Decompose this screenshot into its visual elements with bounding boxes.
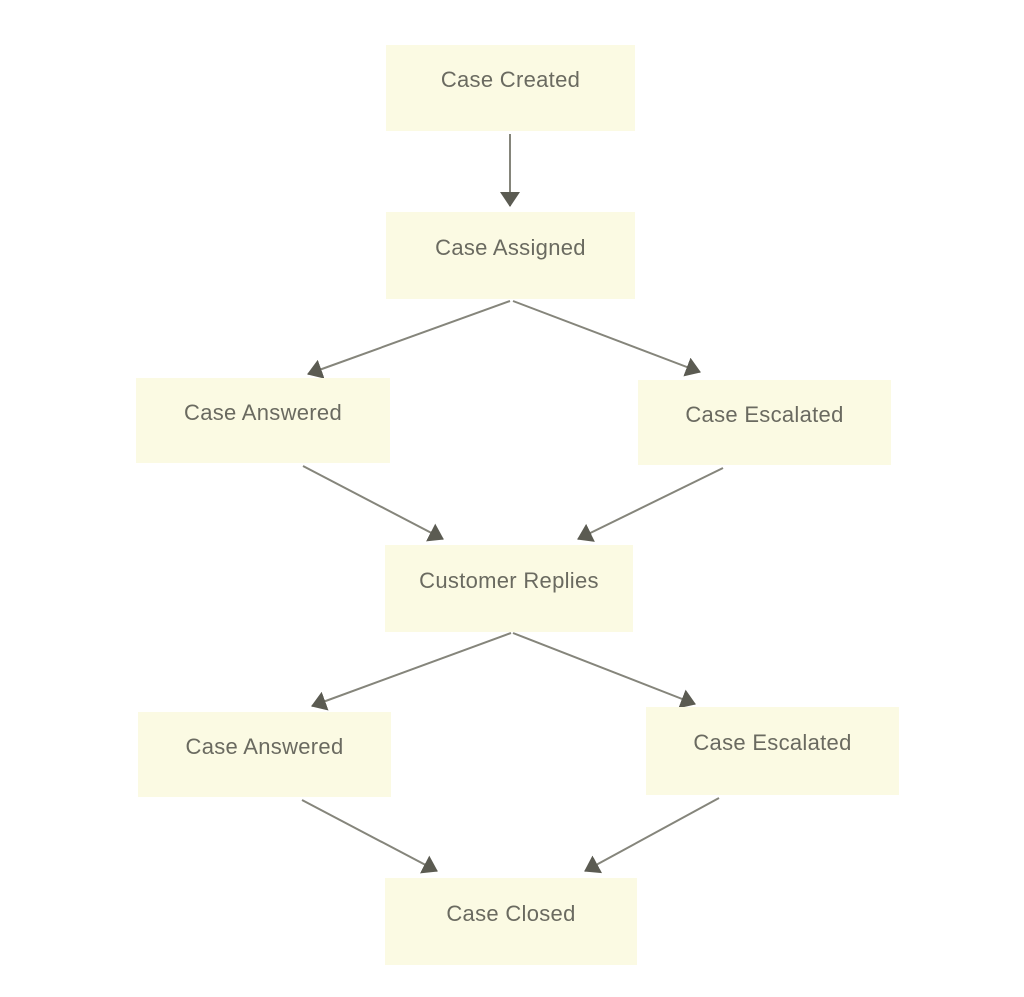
node-label: Case Escalated bbox=[693, 730, 852, 755]
node-case-assigned: Case Assigned bbox=[386, 212, 635, 299]
arrow-assigned-to-answered1 bbox=[307, 300, 511, 379]
node-case-closed: Case Closed bbox=[385, 878, 637, 965]
node-label: Case Assigned bbox=[435, 234, 586, 260]
node-label: Customer Replies bbox=[419, 567, 599, 593]
node-customer-replies: Customer Replies bbox=[385, 545, 633, 632]
node-label: Case Created bbox=[440, 67, 581, 92]
node-label: Case Answered bbox=[184, 399, 342, 425]
node-label: Case Closed bbox=[446, 900, 576, 926]
node-label: Case Escalated bbox=[685, 401, 844, 427]
arrow-answered2-to-closed bbox=[301, 799, 438, 874]
node-case-escalated-second: Case Escalated bbox=[646, 707, 899, 795]
node-case-escalated-first: Case Escalated bbox=[638, 380, 891, 465]
node-case-created: Case Created bbox=[386, 45, 635, 131]
arrow-replies-to-escalated2 bbox=[512, 632, 696, 709]
arrow-answered1-to-replies bbox=[302, 465, 444, 542]
arrow-assigned-to-escalated1 bbox=[512, 300, 701, 377]
node-case-answered-second: Case Answered bbox=[138, 712, 391, 797]
node-case-answered-first: Case Answered bbox=[136, 378, 390, 463]
arrow-escalated1-to-replies bbox=[577, 467, 724, 542]
node-label: Case Answered bbox=[185, 733, 344, 759]
arrow-escalated2-to-closed bbox=[584, 797, 720, 874]
arrow-replies-to-answered2 bbox=[311, 632, 512, 711]
